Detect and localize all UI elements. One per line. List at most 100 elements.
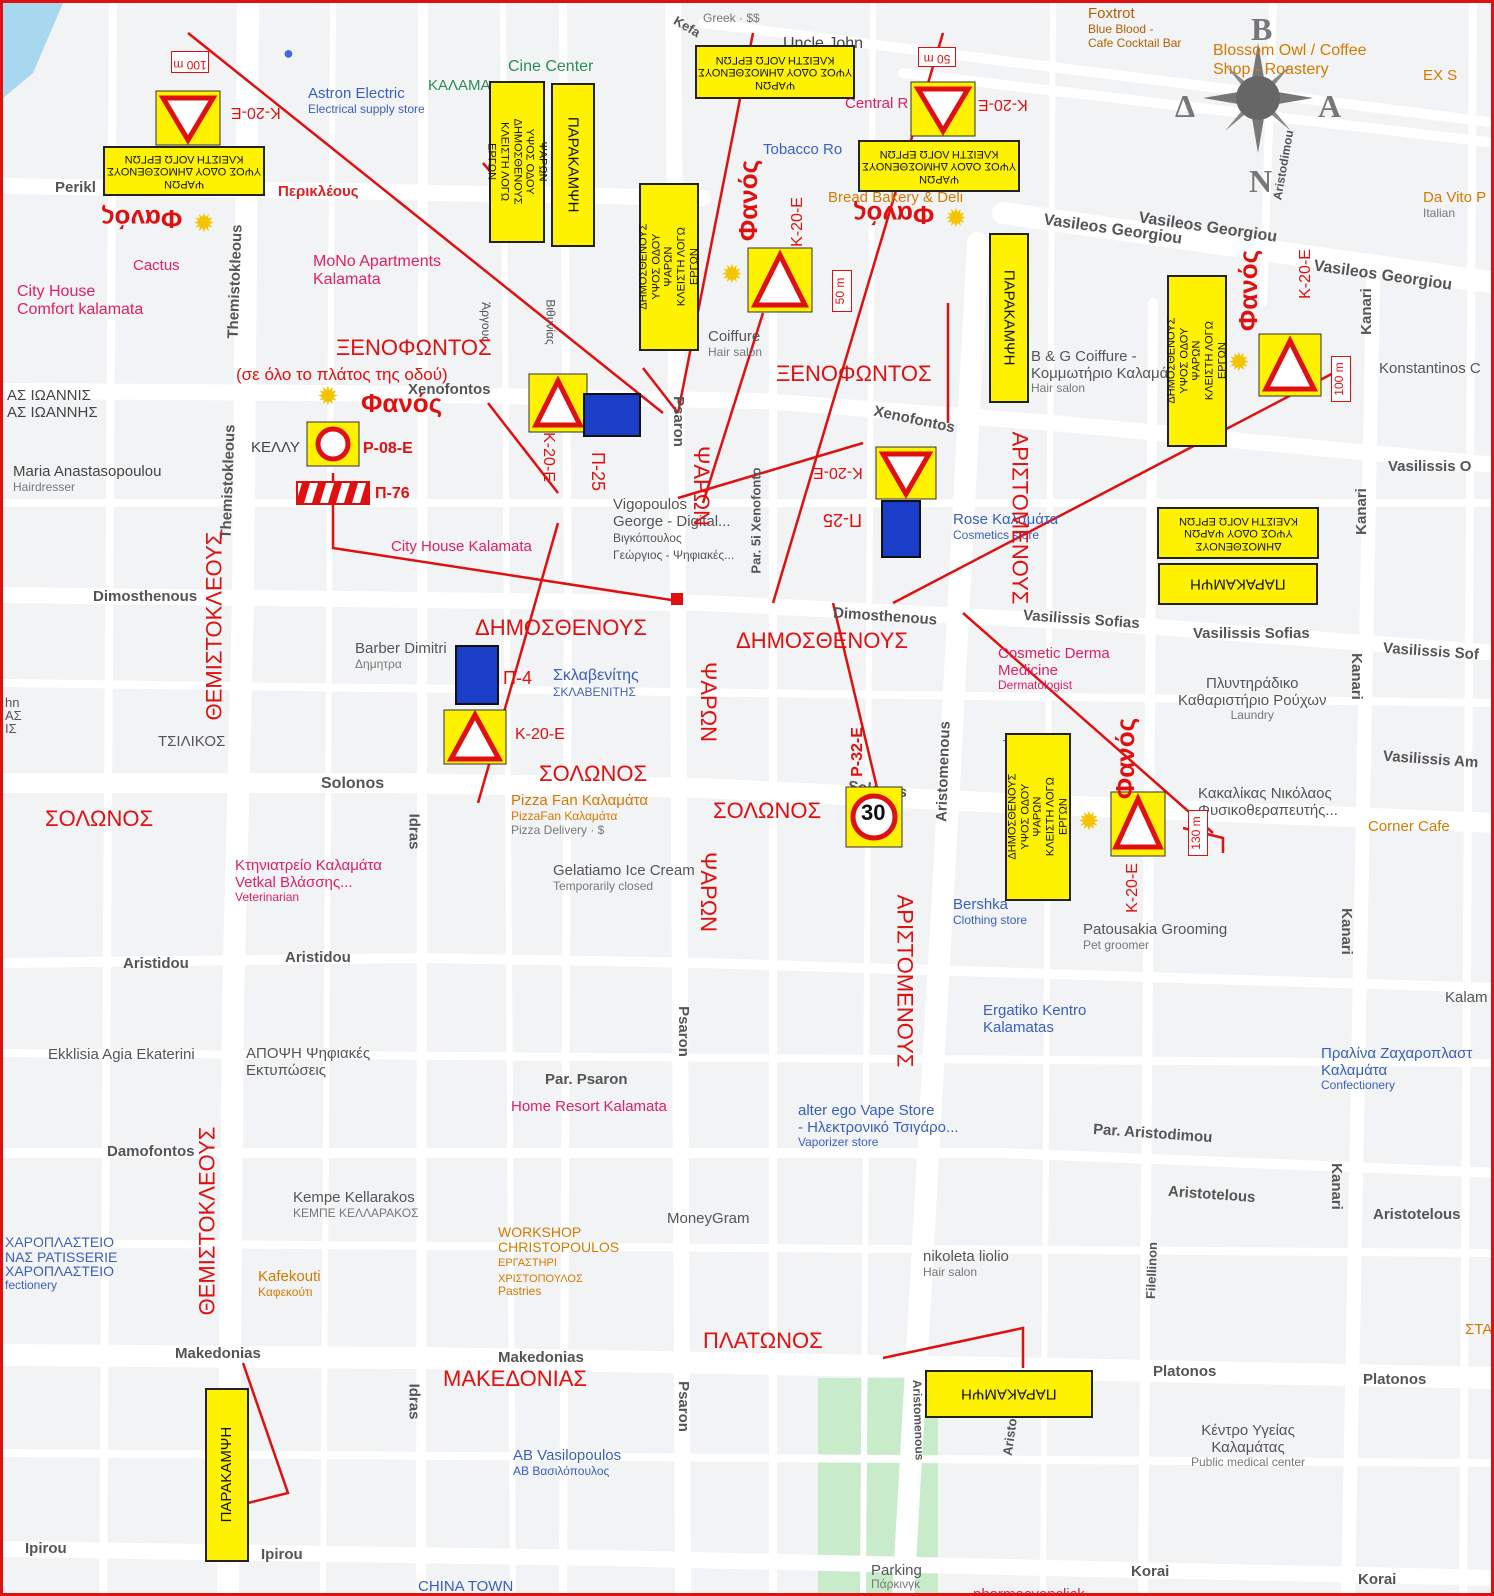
beacon-lamp-icon: ✹ bbox=[1078, 806, 1100, 836]
warning-triangle-icon[interactable] bbox=[875, 446, 937, 500]
guide-line bbox=[701, 312, 765, 504]
pin-icon: ● bbox=[283, 43, 294, 63]
poi-label[interactable]: Tobacco Ro bbox=[763, 141, 843, 158]
street-label: Kanari bbox=[1327, 1163, 1345, 1210]
poi-label[interactable]: Cine Center bbox=[508, 58, 594, 75]
poi-label[interactable]: Ekklisia Agia Ekaterini bbox=[48, 1046, 195, 1063]
street-label: Ipirou bbox=[261, 1546, 303, 1563]
poi-label[interactable]: Central R bbox=[845, 95, 909, 112]
warning-triangle-icon[interactable] bbox=[910, 81, 976, 137]
priority-sign-p4[interactable] bbox=[455, 645, 499, 705]
detour-sign[interactable]: ΠΑΡΑΚΑΜΨΗ bbox=[989, 233, 1029, 403]
red-street-label: ΜΑΚΕΔΟΝΙΑΣ bbox=[443, 1366, 587, 1391]
street-label: Psaron bbox=[674, 1006, 692, 1057]
poi-label[interactable]: ΤΣΙΛΙΚΟΣ bbox=[158, 733, 226, 750]
poi-label[interactable]: EX S bbox=[1423, 67, 1458, 84]
guide-line bbox=[677, 441, 864, 500]
no-entry-sign-icon[interactable] bbox=[306, 421, 360, 467]
poi-label[interactable]: Corner Cafe bbox=[1368, 818, 1450, 835]
warning-triangle-icon[interactable] bbox=[443, 709, 507, 765]
detour-sign[interactable]: ΠΑΡΑΚΑΜΨΗ bbox=[1158, 563, 1318, 605]
guide-line bbox=[962, 612, 1214, 834]
warning-triangle-icon[interactable] bbox=[155, 90, 221, 146]
poi-label[interactable]: ΚΑΛΑΜΑ bbox=[428, 77, 491, 94]
detour-sign[interactable]: ΠΑΡΑΚΑΜΨΗ bbox=[551, 83, 595, 247]
beacon-lamp-icon: ✹ bbox=[1228, 347, 1250, 377]
street-label: Vasilissis Sofias bbox=[1193, 625, 1310, 642]
speed-limit-sign-icon[interactable] bbox=[845, 786, 903, 848]
warning-triangle-icon[interactable] bbox=[747, 247, 813, 313]
poi-label[interactable]: Home Resort Kalamata bbox=[511, 1098, 667, 1115]
priority-sign-p25[interactable] bbox=[583, 393, 641, 437]
red-street-label: ΨΑΡΩΝ bbox=[689, 445, 715, 527]
sign-code: Ρ-32-Ε bbox=[848, 727, 866, 777]
poi-label[interactable]: Bread Bakery & Deli bbox=[828, 189, 964, 206]
street-label: Solonos bbox=[321, 775, 385, 792]
barrier-icon[interactable] bbox=[296, 481, 370, 505]
warning-triangle-icon[interactable] bbox=[1258, 333, 1322, 397]
poi-label[interactable]: City House Kalamata bbox=[391, 538, 532, 555]
street-label: Dimosthenous bbox=[93, 588, 198, 605]
poi-label[interactable]: alter ego Vape Store- Ηλεκτρονικό Τσιγάρ… bbox=[798, 1102, 959, 1149]
poi-label[interactable]: Kalam bbox=[1445, 989, 1488, 1006]
detour-sign[interactable]: ΠΑΡΑΚΑΜΨΗ bbox=[925, 1370, 1093, 1418]
priority-sign-p25[interactable] bbox=[881, 500, 921, 558]
street-label: Damofontos bbox=[107, 1143, 195, 1160]
sign-code: Κ-20-Ε bbox=[515, 726, 565, 743]
poi-label[interactable]: ΣΤΑ bbox=[1465, 1321, 1493, 1338]
detour-sign[interactable]: ΠΑΡΑΚΑΜΨΗ bbox=[205, 1388, 249, 1562]
warning-triangle-icon[interactable] bbox=[1110, 791, 1166, 857]
poi-label[interactable]: MoneyGram bbox=[667, 1210, 750, 1227]
warning-triangle-icon[interactable] bbox=[528, 373, 588, 433]
sign-code: Ρ-08-Ε bbox=[363, 440, 413, 457]
guide-line bbox=[241, 1362, 290, 1505]
poi-label[interactable]: pharmacyonclick bbox=[973, 1586, 1085, 1596]
sign-code: Κ-20-Ε bbox=[788, 197, 806, 247]
poi-label[interactable]: ΚΕΛΛΥ bbox=[251, 439, 300, 456]
poi-label[interactable]: CHINA TOWN bbox=[418, 1578, 514, 1595]
poi-label[interactable]: Cactus bbox=[133, 257, 180, 274]
